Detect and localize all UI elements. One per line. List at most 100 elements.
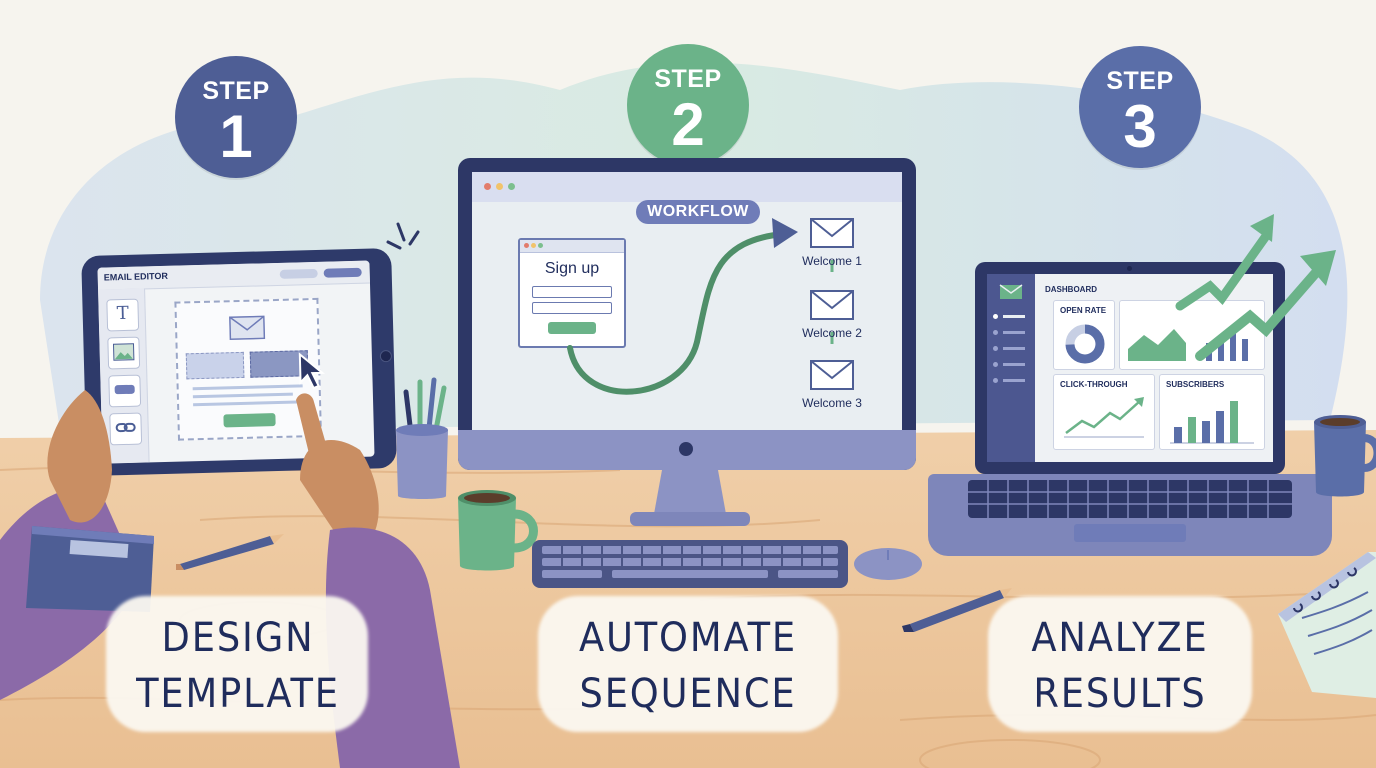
right-hand: [300, 440, 379, 540]
window-close-dot[interactable]: [484, 183, 491, 190]
spiral-notebook: [1278, 552, 1376, 698]
caption-background: [988, 596, 1252, 732]
laptop-base: [928, 474, 1332, 556]
dashboard-label: DASHBOARD: [1045, 285, 1097, 294]
click-through-title: CLICK-THROUGH: [1060, 380, 1128, 389]
step-2-word: STEP: [654, 65, 722, 93]
laptop-camera: [1127, 266, 1132, 271]
text-icon[interactable]: T: [106, 298, 140, 332]
step-1-number: 1: [219, 103, 253, 170]
step-3-caption-line-1: ANALYZE: [1031, 615, 1209, 661]
mouse[interactable]: [850, 544, 926, 586]
green-mug: [458, 490, 538, 571]
welcome-3-label: Welcome 3: [802, 396, 862, 410]
tablet-home-button[interactable]: [379, 349, 393, 363]
sidebar-item[interactable]: [1003, 363, 1025, 366]
tablet: EMAIL EDITOR T: [81, 247, 397, 477]
editor-title: EMAIL EDITOR: [103, 270, 169, 283]
step-2-number: 2: [671, 91, 705, 158]
sidebar-dot[interactable]: [993, 378, 998, 383]
subscribers-card[interactable]: SUBSCRIBERS: [1159, 374, 1265, 450]
signup-submit-button[interactable]: [548, 322, 596, 334]
monitor-chin: [458, 430, 916, 470]
monitor-power-button[interactable]: [679, 442, 693, 456]
envelope-icon: [810, 290, 854, 320]
monitor-stand: [630, 470, 750, 526]
step-1-badge: STEP 1: [175, 56, 297, 178]
step-3-caption-line-2: RESULTS: [1033, 671, 1207, 717]
sidebar-dot[interactable]: [993, 346, 998, 351]
step-3-badge: STEP 3: [1079, 46, 1201, 168]
image-icon[interactable]: [107, 336, 141, 370]
button-icon[interactable]: [108, 374, 142, 408]
signup-titlebar: [520, 240, 624, 253]
keyboard-keys: [542, 546, 838, 578]
dashboard-sidebar: [987, 274, 1035, 462]
keyboard[interactable]: [532, 540, 848, 588]
editor-preview-pill[interactable]: [279, 268, 318, 279]
laptop-trackpad[interactable]: [1074, 524, 1186, 542]
cursor-icon: [298, 352, 326, 390]
welcome-2-label: Welcome 2: [802, 326, 862, 340]
workflow-arrow: [567, 218, 834, 395]
signup-dot: [524, 243, 529, 248]
subscribers-title: SUBSCRIBERS: [1166, 380, 1225, 389]
workflow-label: WORKFLOW: [636, 200, 760, 224]
sidebar-dot[interactable]: [993, 330, 998, 335]
editor-save-pill[interactable]: [323, 267, 362, 278]
caption-background: [538, 596, 838, 732]
sidebar-dot[interactable]: [993, 362, 998, 367]
step-2-badge: STEP 2: [627, 44, 749, 166]
donut-chart: [1065, 324, 1105, 364]
sidebar-item[interactable]: [1003, 379, 1025, 382]
email-canvas[interactable]: [174, 297, 322, 441]
sidebar-dot[interactable]: [993, 314, 998, 319]
open-rate-card[interactable]: OPEN RATE: [1053, 300, 1115, 370]
sidebar-item[interactable]: [1003, 331, 1025, 334]
sidebar-item[interactable]: [1003, 347, 1025, 350]
envelope-icon: [810, 218, 854, 248]
blue-mug: [1314, 415, 1376, 497]
signup-email-input[interactable]: [532, 302, 612, 314]
sidebar-item[interactable]: [1003, 315, 1025, 318]
desktop-monitor: WORKFLOW Sign up Welcome 1 Welcome 2: [458, 158, 916, 470]
step-1-caption-line-1: DESIGN: [161, 615, 315, 661]
envelope-icon: [999, 284, 1023, 299]
step-1-caption: DESIGN TEMPLATE: [111, 610, 365, 722]
pointing-finger: [296, 393, 330, 466]
pencil-icon: [902, 588, 1012, 632]
step-3-number: 3: [1123, 93, 1157, 160]
signup-form[interactable]: Sign up: [518, 238, 626, 348]
notebook-left: [26, 526, 154, 612]
window-maximize-dot[interactable]: [508, 183, 515, 190]
step-3-caption: ANALYZE RESULTS: [991, 610, 1249, 722]
signup-dot: [531, 243, 536, 248]
pencil-icon: [176, 534, 284, 570]
open-rate-title: OPEN RATE: [1060, 306, 1107, 315]
pencil-cup: [396, 377, 448, 499]
window-minimize-dot[interactable]: [496, 183, 503, 190]
laptop-keyboard: [968, 480, 1292, 542]
window-titlebar: [472, 172, 902, 202]
growth-arrow-icon: [1175, 214, 1336, 361]
laptop: DASHBOARD OPEN RATE CLICK-THROUGH SUBSCR…: [975, 262, 1285, 474]
step-1-word: STEP: [202, 77, 270, 105]
caption-background: [106, 596, 368, 732]
tap-spark-icon: [386, 222, 420, 250]
envelope-icon: [810, 360, 854, 390]
envelope-icon: [229, 315, 266, 340]
step-3-word: STEP: [1106, 67, 1174, 95]
signup-name-input[interactable]: [532, 286, 612, 298]
line-chart: [1064, 397, 1144, 438]
workflow-screen: WORKFLOW Sign up Welcome 1 Welcome 2: [472, 172, 902, 430]
email-editor-screen: EMAIL EDITOR T: [97, 260, 375, 464]
left-hand: [47, 390, 113, 523]
bar-chart: [1170, 401, 1254, 444]
link-icon[interactable]: [109, 412, 143, 446]
editor-header: EMAIL EDITOR: [97, 260, 370, 291]
welcome-1-label: Welcome 1: [802, 254, 862, 268]
click-through-card[interactable]: CLICK-THROUGH: [1053, 374, 1155, 450]
signup-dot: [538, 243, 543, 248]
step-1-caption-line-2: TEMPLATE: [136, 671, 340, 717]
